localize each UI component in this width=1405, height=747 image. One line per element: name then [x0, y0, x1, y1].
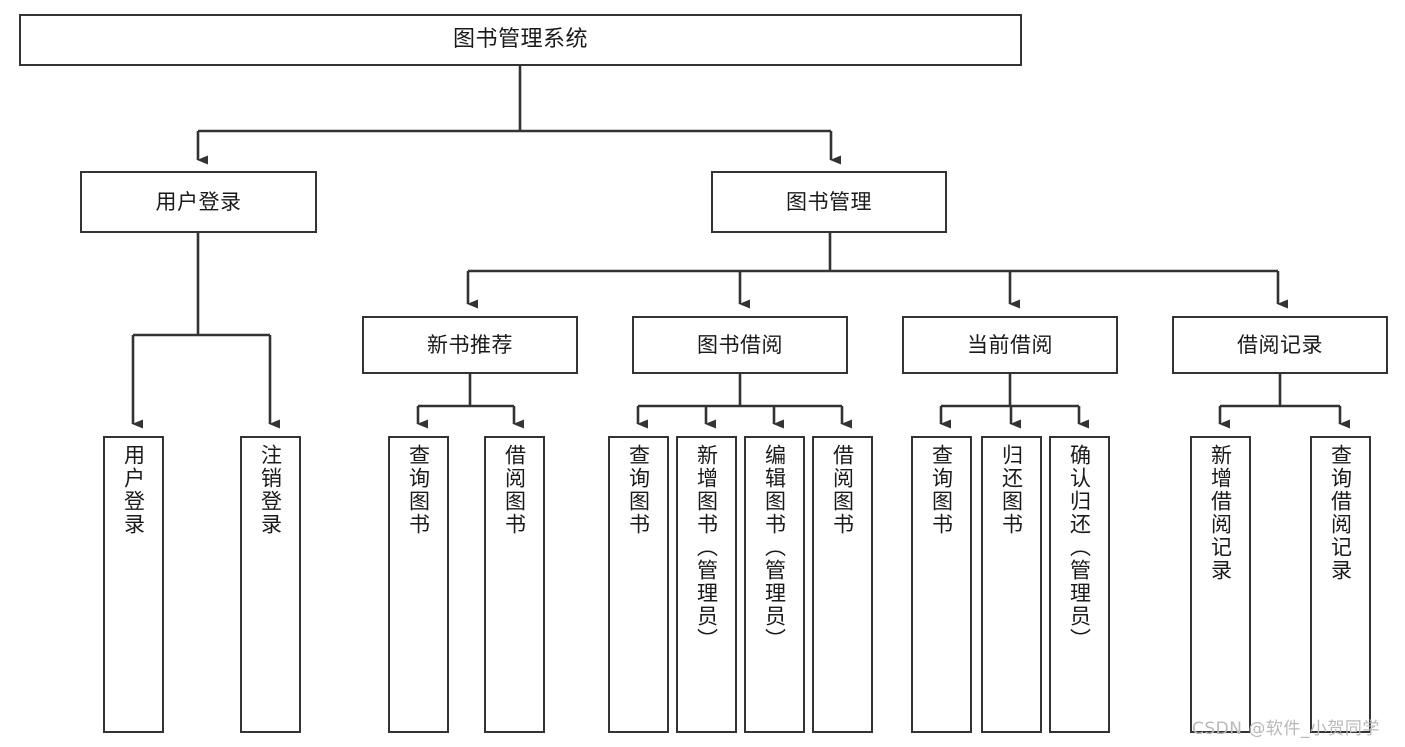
- node-label: 确认归还（管理员）: [1067, 444, 1092, 651]
- node-leaf-return-book[interactable]: 归还图书: [981, 436, 1042, 733]
- node-book-management-system[interactable]: 图书管理系统: [19, 14, 1022, 66]
- node-leaf-borrow-book-2[interactable]: 借阅图书: [812, 436, 873, 733]
- node-label: 图书借阅: [697, 332, 783, 357]
- node-label: 查询图书: [406, 444, 431, 536]
- node-label: 借阅记录: [1237, 332, 1323, 357]
- node-label: 归还图书: [999, 444, 1024, 536]
- node-leaf-edit-book[interactable]: 编辑图书（管理员）: [744, 436, 805, 733]
- node-user-login[interactable]: 用户登录: [80, 171, 317, 233]
- node-leaf-borrow-book-1[interactable]: 借阅图书: [484, 436, 545, 733]
- node-label: 图书管理系统: [452, 27, 588, 53]
- node-label: 新书推荐: [427, 332, 513, 357]
- node-book-management[interactable]: 图书管理: [711, 171, 947, 233]
- node-leaf-query-book-3[interactable]: 查询图书: [911, 436, 972, 733]
- node-label: 借阅图书: [830, 444, 855, 536]
- node-label: 当前借阅: [967, 332, 1053, 357]
- node-leaf-add-book[interactable]: 新增图书（管理员）: [676, 436, 737, 733]
- node-label: 注销登录: [258, 444, 283, 536]
- node-label: 查询图书: [929, 444, 954, 536]
- node-leaf-query-borrow-record[interactable]: 查询借阅记录: [1310, 436, 1371, 733]
- node-current-borrowing[interactable]: 当前借阅: [902, 316, 1118, 374]
- node-book-borrowing[interactable]: 图书借阅: [632, 316, 848, 374]
- node-leaf-user-login[interactable]: 用户登录: [103, 436, 164, 733]
- node-leaf-confirm-return[interactable]: 确认归还（管理员）: [1049, 436, 1110, 733]
- node-label: 借阅图书: [502, 444, 527, 536]
- node-label: 用户登录: [155, 189, 242, 214]
- node-label: 新增图书（管理员）: [694, 444, 719, 651]
- node-label: 图书管理: [786, 189, 872, 214]
- node-leaf-logout[interactable]: 注销登录: [240, 436, 301, 733]
- node-label: 新增借阅记录: [1208, 444, 1233, 582]
- node-label: 查询借阅记录: [1328, 444, 1353, 582]
- node-label: 编辑图书（管理员）: [762, 444, 787, 651]
- node-leaf-query-book-2[interactable]: 查询图书: [608, 436, 669, 733]
- node-leaf-query-book-1[interactable]: 查询图书: [388, 436, 449, 733]
- node-new-book-recommendation[interactable]: 新书推荐: [362, 316, 578, 374]
- watermark: CSDN @软件_小贺同学: [1192, 719, 1380, 739]
- node-label: 用户登录: [121, 444, 146, 536]
- node-borrow-record[interactable]: 借阅记录: [1172, 316, 1388, 374]
- node-leaf-add-borrow-record[interactable]: 新增借阅记录: [1190, 436, 1251, 733]
- node-label: 查询图书: [626, 444, 651, 536]
